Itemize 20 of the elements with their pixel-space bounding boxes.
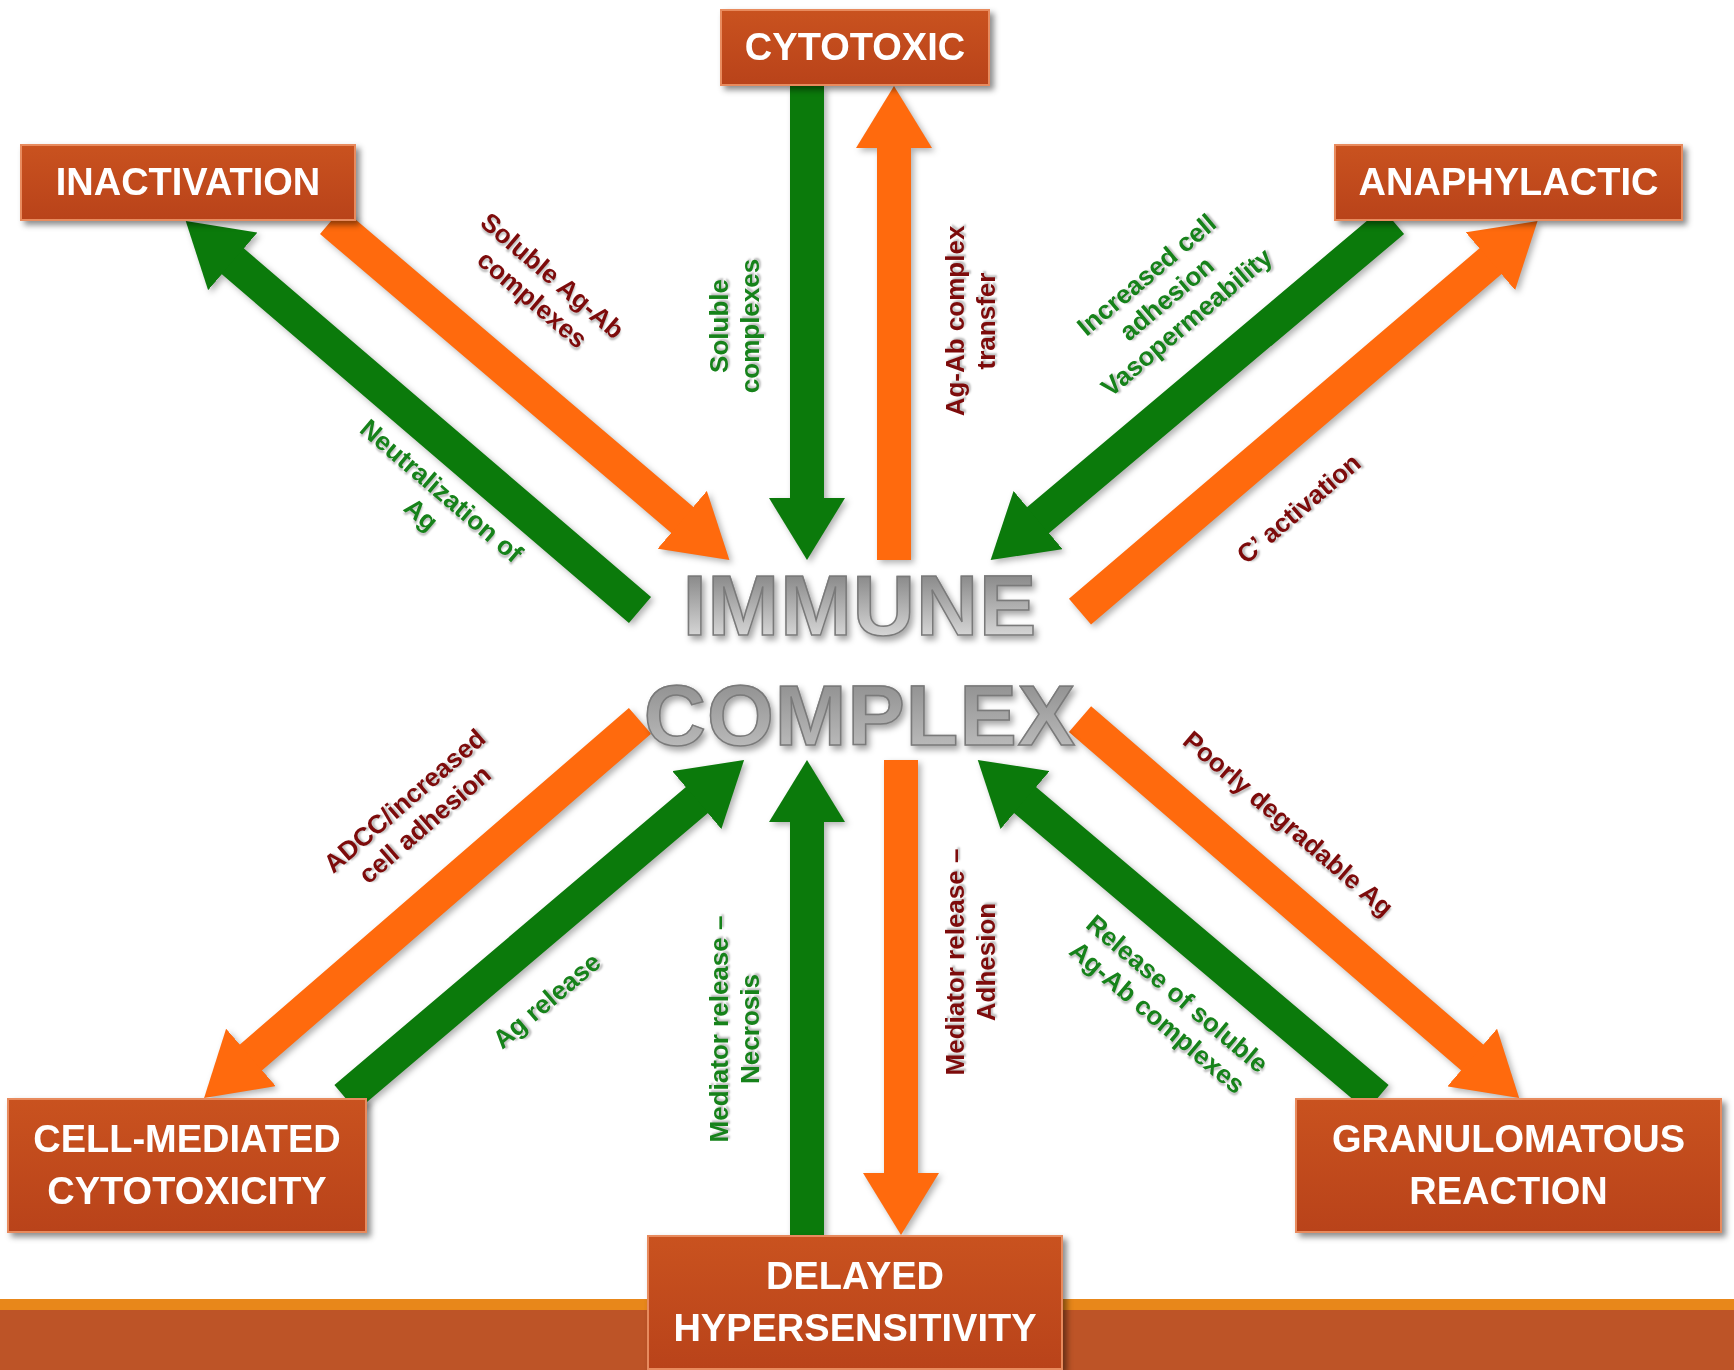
box-label: CYTOTOXIC [744, 24, 966, 70]
category-box [647, 1235, 1063, 1370]
edge-label: Soluble complexes [703, 257, 766, 396]
block-arrow [769, 86, 845, 560]
box-label: INACTIVATION [55, 159, 321, 205]
box-label: CELL-MEDIATED CYTOTOXICITY [32, 1117, 342, 1214]
block-arrow [769, 760, 845, 1235]
box-label: ANAPHYLACTIC [1358, 159, 1659, 205]
category-box [7, 1098, 367, 1233]
category-box [1295, 1098, 1722, 1233]
edge-label: Ag-Ab complex transfer [939, 224, 1002, 419]
edge-label: Mediator release – Adhesion [939, 847, 1002, 1078]
block-arrow [863, 760, 939, 1235]
block-arrow [856, 86, 932, 560]
category-box [720, 9, 990, 86]
category-box [1334, 144, 1683, 221]
category-box [20, 144, 356, 221]
box-label: DELAYED HYPERSENSITIVITY [672, 1254, 1038, 1351]
edge-label: Mediator release – Necrosis [703, 914, 766, 1145]
box-label: GRANULOMATOUS REACTION [1330, 1117, 1687, 1214]
